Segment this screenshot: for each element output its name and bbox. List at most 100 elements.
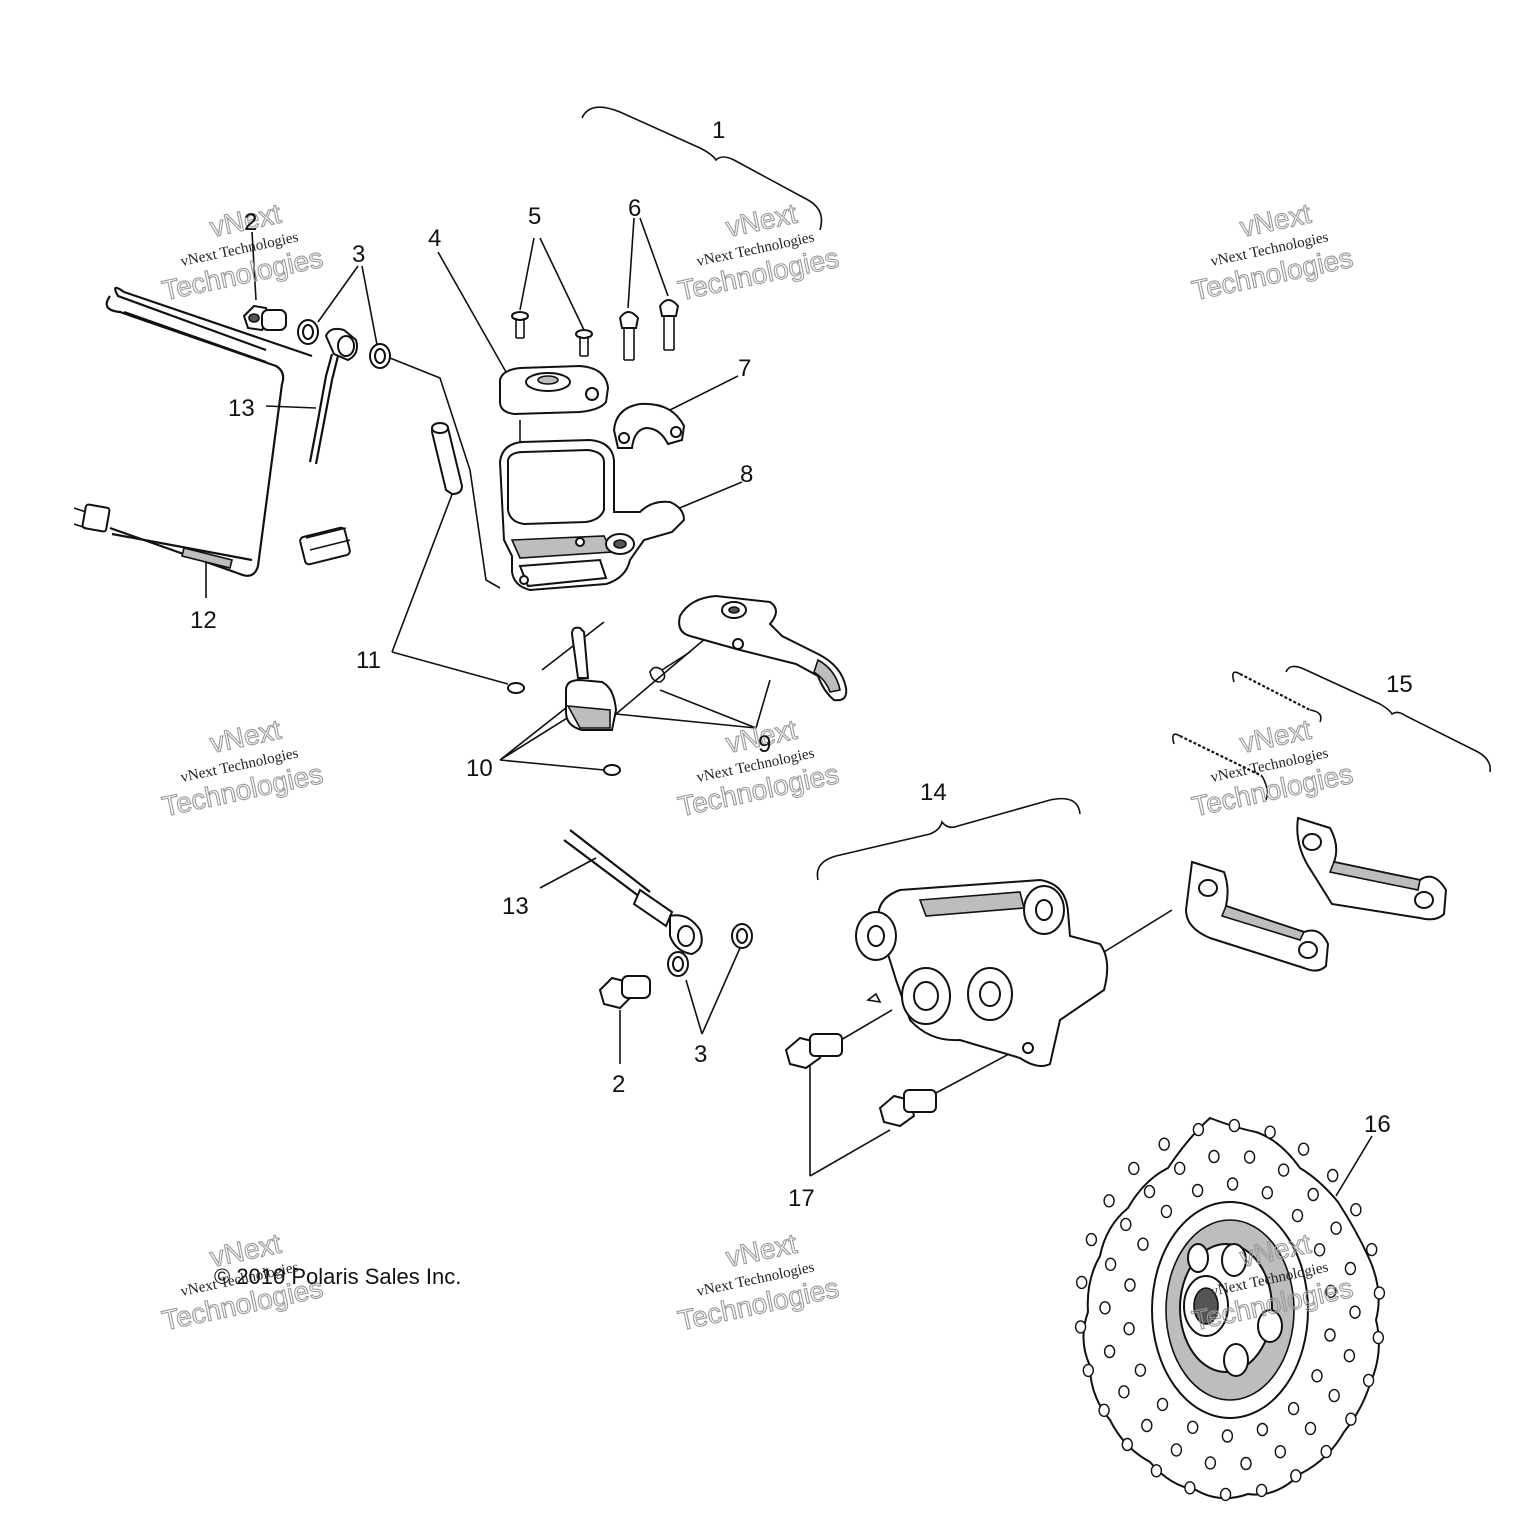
- pad-springs: [1172, 671, 1322, 801]
- rotor-hole: [1143, 1184, 1156, 1199]
- rotor-hole: [1255, 1483, 1268, 1498]
- rotor-hole: [1099, 1301, 1111, 1315]
- rotor-hole: [1291, 1208, 1304, 1223]
- callout-4: 4: [428, 225, 441, 252]
- rotor-hole: [1345, 1412, 1357, 1426]
- rotor-hole: [1349, 1305, 1361, 1319]
- rotor-hole: [1098, 1403, 1110, 1418]
- brake-pads: [1184, 816, 1448, 972]
- reservoir-cover: [499, 364, 610, 416]
- callout-3-bottom: 3: [694, 1041, 707, 1068]
- rotor-hole: [1261, 1185, 1274, 1200]
- callout-10: 10: [466, 755, 493, 782]
- rotor-hole: [1325, 1284, 1337, 1299]
- callout-7: 7: [738, 355, 751, 382]
- rotor-hole: [1290, 1469, 1302, 1483]
- callout-2-bottom: 2: [612, 1071, 625, 1098]
- rotor-hole: [1121, 1437, 1134, 1452]
- rotor-hole: [1134, 1363, 1147, 1377]
- rotor-hole: [1240, 1456, 1252, 1471]
- cover-screws: [511, 311, 593, 357]
- clamp-bolts: [618, 299, 680, 361]
- rotor-hole: [1128, 1161, 1140, 1176]
- rotor-hole: [1150, 1464, 1163, 1478]
- callout-6: 6: [628, 195, 641, 222]
- rotor-hole: [1085, 1232, 1098, 1247]
- callout-2-top: 2: [244, 209, 257, 236]
- rotor-hole: [1277, 1163, 1290, 1177]
- rotor-hole: [1160, 1204, 1173, 1219]
- callout-11: 11: [356, 647, 381, 674]
- rotor-hole: [1362, 1373, 1375, 1388]
- rotor-hole: [1313, 1243, 1326, 1257]
- rotor-hole: [1120, 1217, 1132, 1232]
- rotor-hole: [1184, 1481, 1196, 1495]
- rotor-hole: [1365, 1242, 1378, 1257]
- callout-12: 12: [190, 607, 217, 634]
- rotor-hole: [1103, 1344, 1116, 1359]
- rotor-hole: [1274, 1444, 1287, 1459]
- callout-17: 17: [788, 1185, 815, 1212]
- brake-switch-harness: [73, 286, 351, 577]
- rotor-hole: [1173, 1161, 1186, 1176]
- callout-3-top: 3: [352, 241, 365, 268]
- banjo-bolt-top: [242, 304, 287, 332]
- rotor-hole: [1307, 1187, 1319, 1202]
- callout-13-bottom: 13: [502, 893, 529, 920]
- rotor-holes: [1074, 1118, 1386, 1502]
- rotor-hole: [1118, 1385, 1130, 1399]
- caliper-bolts: [784, 1033, 937, 1128]
- rotor-hole: [1243, 1150, 1256, 1164]
- rotor-hole: [1373, 1286, 1386, 1300]
- rotor-hole: [1156, 1397, 1169, 1412]
- rotor-hole: [1191, 1183, 1204, 1198]
- callout-5: 5: [528, 203, 541, 230]
- rotor-hole: [1204, 1456, 1217, 1470]
- rotor-hole: [1311, 1369, 1323, 1383]
- banjo-bolt-bottom: [598, 975, 651, 1010]
- rotor-hole: [1123, 1321, 1135, 1336]
- rotor-hole: [1075, 1275, 1088, 1290]
- rotor-hole: [1170, 1443, 1183, 1457]
- brake-line-bottom: [563, 829, 703, 956]
- rotor-hole: [1141, 1418, 1153, 1433]
- rotor-hole: [1297, 1142, 1310, 1156]
- rotor-hole: [1320, 1444, 1332, 1459]
- rotor-hole: [1324, 1328, 1336, 1342]
- callout-16: 16: [1364, 1111, 1391, 1138]
- rotor-hole: [1372, 1330, 1385, 1345]
- rotor-hole: [1326, 1168, 1339, 1183]
- callout-8: 8: [740, 461, 753, 488]
- washers-bottom: [667, 923, 753, 977]
- callout-14: 14: [920, 779, 947, 806]
- copyright-text: © 2010 Polaris Sales Inc.: [214, 1264, 461, 1289]
- callout-9: 9: [758, 731, 771, 758]
- rotor-hole: [1208, 1149, 1220, 1164]
- rotor-hole: [1344, 1261, 1357, 1276]
- rotor-hole: [1330, 1221, 1342, 1235]
- rotor-hole: [1287, 1401, 1300, 1416]
- rotor-hole: [1082, 1363, 1095, 1378]
- brake-caliper: [855, 878, 1109, 1067]
- brake-lever: [678, 594, 848, 702]
- rotor-hole: [1228, 1118, 1241, 1133]
- rotor-hole: [1074, 1320, 1087, 1334]
- plunger-block: [565, 626, 621, 776]
- rotor-hole: [1192, 1122, 1205, 1137]
- rotor-hole: [1186, 1420, 1199, 1435]
- rotor-hole: [1350, 1202, 1362, 1217]
- rotor-hole: [1219, 1487, 1232, 1502]
- callout-15: 15: [1386, 671, 1413, 698]
- callout-labels: 1 2 2 3 3 4 5 6 7 8 9 10 11 12 13 13 14 …: [190, 117, 1413, 1212]
- pivot-pin: [430, 422, 525, 694]
- brake-line-top: [308, 327, 358, 465]
